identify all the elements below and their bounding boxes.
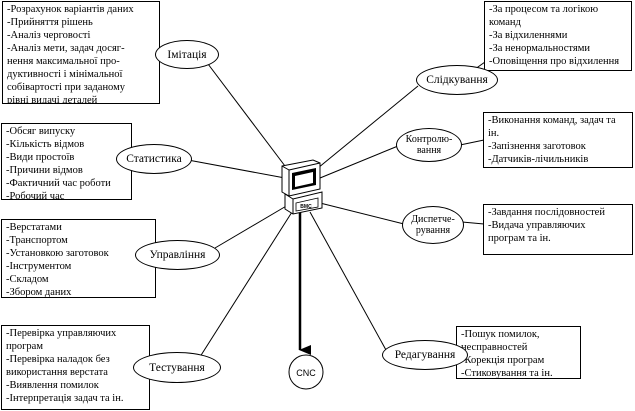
list-item: -Транспортом [6, 235, 68, 246]
list-item: -Складом [6, 274, 49, 285]
dispatch-label: Диспетче- рування [402, 206, 464, 244]
imitation-label: Імітація [155, 40, 219, 69]
list-item: -Датчиків-лічильників [488, 154, 589, 165]
list-item: -Виявлення помилок [6, 380, 99, 391]
connector-testing [197, 211, 293, 361]
control-label: Контролю- вання [396, 128, 462, 162]
link-control-box [459, 139, 485, 146]
list-item: -Оповіщення про відхилення [489, 56, 620, 67]
list-item: -Інтерпретація задач та ін. [6, 393, 124, 404]
management-label: Управління [135, 240, 220, 270]
list-item: -Кількість відмов [6, 139, 85, 150]
editing-list: -Пошук помилок, несправностей -Корекція п… [461, 328, 577, 379]
list-item: -Робочий час [6, 191, 65, 200]
tracking-box: -За процесом та логікою команд -За відхил… [484, 1, 632, 71]
list-item: -Збором даних [6, 287, 72, 298]
dispatch-box: -Завдання послідовностей -Видача управляю… [483, 204, 633, 255]
control-box: -Виконання команд, задач та ін. -Запізнен… [483, 112, 633, 168]
list-item: -Аналіз мети, задач досяг- нення максима… [7, 43, 126, 104]
connector-dispatch [319, 202, 405, 225]
list-item: -Верстатами [6, 222, 62, 233]
cnc-label: CNC [296, 368, 316, 378]
list-item: -Виконання команд, задач та ін. [488, 115, 616, 139]
list-item: -Фактичний час роботи [6, 178, 111, 189]
testing-box: -Перевірка управляючих програм-Перевірка… [1, 325, 150, 410]
management-list: -Верстатами -Транспортом -Установкою загот… [6, 221, 152, 298]
imitation-box: -Розрахунок варіантів даних -Прийняття рі… [2, 1, 160, 104]
testing-list: -Перевірка управляючих програм-Перевірка… [6, 327, 146, 405]
connector-management [214, 204, 289, 249]
list-item: -Завдання послідовностей [488, 207, 605, 218]
connector-control [319, 145, 399, 179]
list-item: -Корекція програм [461, 355, 545, 366]
list-item: -Причини відмов [6, 165, 83, 176]
statistics-box: -Обсяг випуску -Кількість відмов -Види про… [1, 123, 132, 200]
statistics-list: -Обсяг випуску -Кількість відмов -Види про… [6, 125, 128, 200]
list-item: -За відхиленнями [489, 30, 568, 41]
list-item: -Розрахунок варіантів даних [7, 4, 134, 15]
tracking-list: -За процесом та логікою команд -За відхил… [489, 3, 628, 68]
connector-editing [309, 211, 387, 351]
list-item: -Перевірка наладок без використання верс… [6, 354, 110, 378]
dispatch-list: -Завдання послідовностей -Видача управляю… [488, 206, 629, 245]
computer-icon: ВМС [281, 159, 323, 215]
list-item: -За ненормальностями [489, 43, 590, 54]
testing-label: Тестування [133, 352, 221, 383]
imitation-list: -Розрахунок варіантів даних -Прийняття рі… [7, 3, 156, 104]
list-item: -Види простоїв [6, 152, 75, 163]
connector-tracking [317, 85, 419, 169]
editing-label: Редагування [382, 340, 468, 370]
list-item: -Обсяг випуску [6, 126, 76, 137]
computer-screen-text: ВМС [300, 204, 312, 210]
management-box: -Верстатами -Транспортом -Установкою загот… [1, 219, 156, 298]
connector-statistics [187, 159, 286, 179]
cnc-node [288, 354, 324, 390]
list-item: -Інструментом [6, 261, 72, 272]
list-item: -Стиковування та ін. [461, 368, 553, 379]
statistics-label: Статистика [116, 144, 192, 174]
connector-imitation [204, 59, 289, 171]
tracking-label: Слідкування [416, 65, 498, 95]
list-item: -За процесом та логікою команд [489, 4, 599, 28]
list-item: -Установкою заготовок [6, 248, 109, 259]
editing-box: -Пошук помилок, несправностей -Корекція п… [456, 326, 581, 379]
list-item: -Прийняття рішень [7, 17, 93, 28]
list-item: -Аналіз черговості [7, 30, 91, 41]
list-item: -Перевірка управляючих програм [6, 328, 117, 352]
link-dispatch-box [461, 221, 485, 225]
list-item: -Запізнення заготовок [488, 141, 586, 152]
list-item: -Пошук помилок, несправностей [461, 329, 540, 353]
control-list: -Виконання команд, задач та ін. -Запізнен… [488, 114, 629, 166]
list-item: -Видача управляючих програм та ін. [488, 220, 586, 244]
